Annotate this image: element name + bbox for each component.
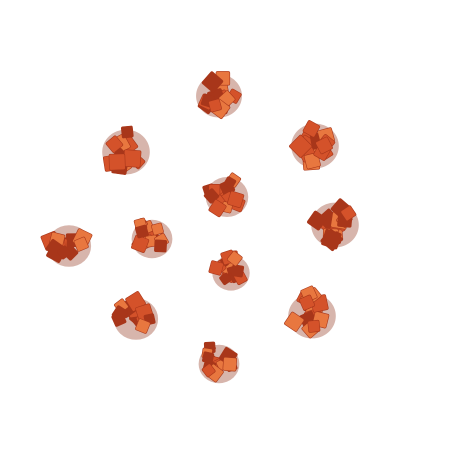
cube-piece [208, 199, 227, 218]
cube-piece [208, 98, 222, 113]
cluster-middle-right [307, 198, 359, 252]
cube-piece [202, 351, 215, 364]
cube-piece [135, 224, 149, 239]
cube-piece [108, 153, 126, 171]
cube-piece [135, 318, 151, 334]
cube-piece [111, 305, 128, 322]
cube-piece [307, 319, 321, 333]
cube-piece [340, 205, 357, 222]
cube-piece [201, 363, 216, 378]
cube-piece [315, 136, 333, 155]
cube-piece [56, 245, 71, 260]
cube-piece [231, 264, 245, 278]
cube-piece [120, 125, 134, 139]
cube-piece [151, 222, 164, 236]
cube-piece [302, 120, 321, 138]
cube-clusters [40, 71, 359, 384]
cube-piece [201, 71, 224, 93]
cluster-upper-left [102, 125, 150, 175]
cube-piece [289, 134, 313, 158]
cube-piece [227, 190, 245, 208]
cube-piece [223, 176, 237, 190]
cube-piece [123, 149, 142, 168]
cluster-upper-right [289, 120, 339, 171]
cube-piece [307, 210, 327, 231]
cluster-center [202, 172, 249, 218]
cube-piece [73, 236, 89, 252]
cluster-bottom-center [198, 341, 240, 384]
cube-piece [154, 239, 168, 253]
cube-piece [208, 260, 224, 276]
cube-piece [284, 311, 305, 332]
cluster-middle-left-inner [131, 217, 173, 259]
cluster-lower-center [208, 249, 250, 291]
cube-piece [227, 250, 243, 267]
cube-piece [321, 228, 342, 250]
cluster-lower-right [284, 285, 336, 339]
cluster-middle-left [40, 225, 93, 267]
cluster-top-center [196, 71, 242, 120]
cluster-lower-left [111, 291, 159, 340]
cube-piece [222, 356, 238, 372]
cube-piece [105, 135, 124, 153]
cube-piece [219, 272, 232, 286]
cube-piece [299, 294, 315, 311]
